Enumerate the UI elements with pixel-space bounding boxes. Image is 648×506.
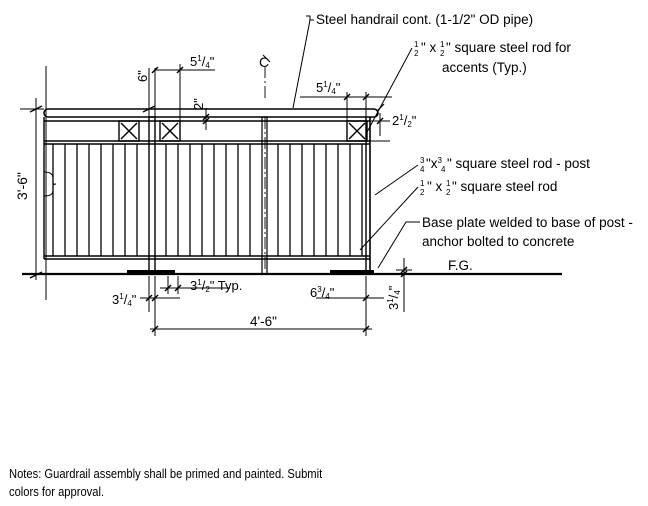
accent-offset-left-dimension: 51/4" (190, 54, 215, 70)
callout-handrail (292, 15, 314, 109)
accent-x-box (159, 120, 181, 142)
rail-drop-dimension: 21/2" (392, 113, 417, 129)
post (261, 116, 268, 275)
end-offset-dimension: 63/4" (310, 285, 335, 301)
notes-line-2: colors for approval. (9, 484, 105, 499)
callout-accents (365, 47, 413, 135)
dimension-bottom-left (140, 276, 180, 312)
guardrail-frame (43, 103, 385, 275)
general-notes: Notes: Guardrail assembly shall be prime… (9, 465, 439, 501)
overall-height-dimension: 3'-6" (14, 172, 30, 200)
accent-rod-label-line2: accents (Typ.) (442, 60, 527, 75)
base-post-offset-dimension: 31/4" (112, 292, 137, 308)
base-plate (127, 270, 175, 274)
accent-x-box (118, 120, 140, 142)
dimension-picket-spacing (160, 276, 230, 294)
dimension-end-offset (316, 276, 384, 312)
dimension-top-rail-space (136, 68, 158, 117)
base-height-dimension: 31/4" (386, 285, 402, 310)
handrail-label: Steel handrail cont. (1-1/2" OD pipe) (316, 12, 533, 27)
handrail-pipe (43, 108, 379, 118)
guardrail-elevation-drawing: C 3'-6" 6" 51/4" (14, 12, 633, 336)
callout-post (374, 164, 419, 196)
dimension-span (150, 312, 372, 336)
span-dimension: 4'-6" (250, 314, 277, 329)
dimension-base-height (396, 258, 412, 312)
dimension-overall-height (20, 66, 57, 300)
dimension-accent-offset-left (151, 64, 215, 121)
notes-line-1: Notes: Guardrail assembly shall be prime… (9, 466, 323, 481)
accent-band-dimension: 2" (191, 98, 206, 110)
base-plate (330, 270, 374, 274)
top-rail-space-dimension: 6" (135, 70, 150, 82)
centerline-symbol: C (259, 54, 269, 70)
picket-spacing-dimension: 31/2" Typ. (190, 278, 242, 294)
post (148, 116, 156, 273)
callout-base-plate (377, 221, 420, 269)
dimension-accent-band (190, 108, 214, 130)
callout-picket (359, 186, 419, 251)
pickets (52, 144, 363, 256)
accent-x-box (346, 120, 368, 142)
base-plate-label-line2: anchor bolted to concrete (422, 234, 574, 249)
accent-offset-right-dimension: 51/4" (316, 80, 341, 96)
dimension-accent-offset-right (300, 92, 392, 121)
base-plate-label-line1: Base plate welded to base of post - (422, 215, 633, 230)
finish-grade-label: F.G. (448, 258, 473, 273)
